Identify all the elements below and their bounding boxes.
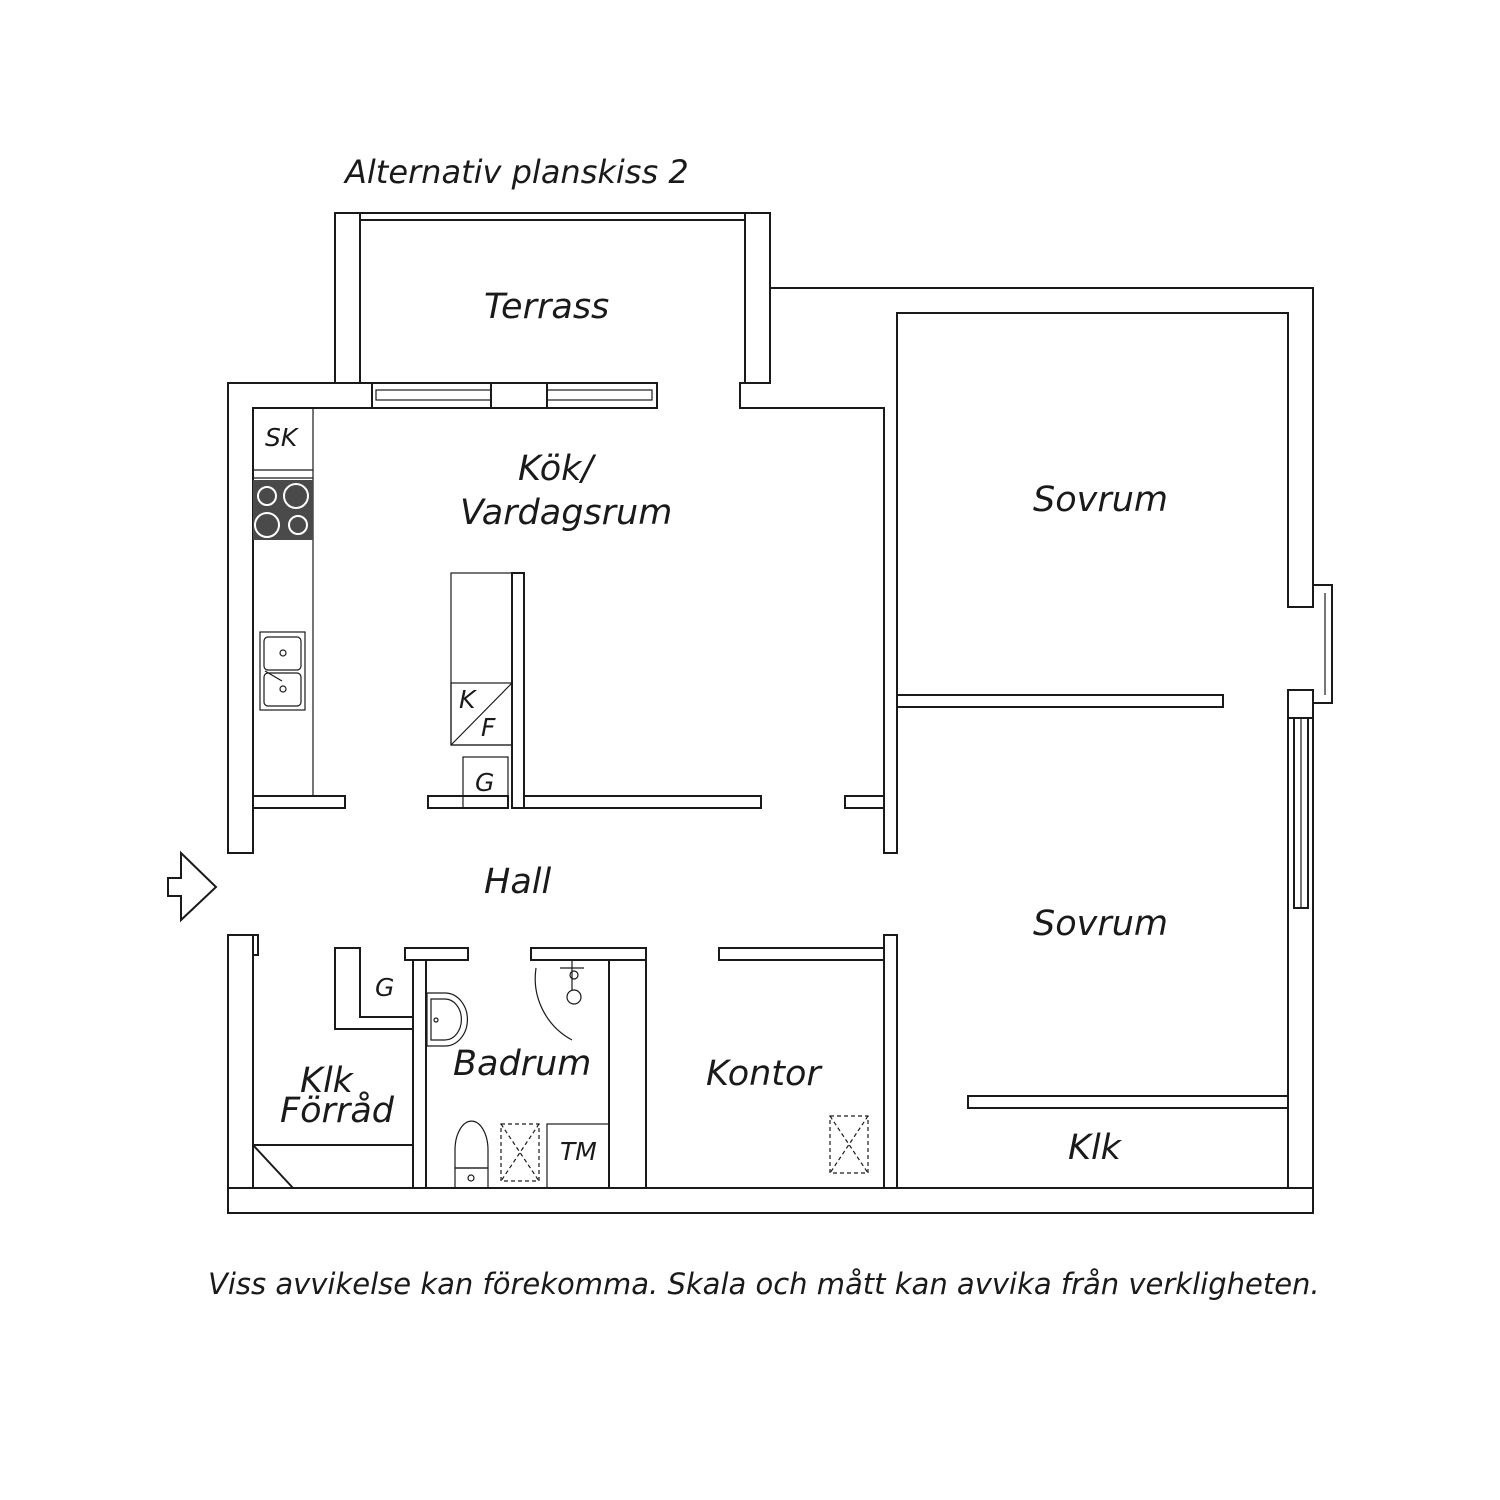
- cabinet-label: SK: [265, 423, 300, 452]
- disclaimer: Viss avvikelse kan förekomma. Skala och …: [208, 1267, 1320, 1301]
- closet-storage-label-line2: Förråd: [280, 1090, 395, 1131]
- kitchen-label-line1: Kök/: [518, 449, 596, 489]
- toilet-icon: [454, 1120, 489, 1189]
- bedroom-window: [1313, 584, 1333, 704]
- wardrobe-hall-label: G: [375, 973, 394, 1002]
- washer: [546, 1123, 610, 1189]
- interior-walls: [252, 572, 1289, 1189]
- office-drain: [829, 1115, 869, 1174]
- outer-walls: [227, 212, 1314, 1214]
- office-label: Kontor: [706, 1054, 823, 1094]
- terrace-label: Terrass: [484, 287, 609, 327]
- closet-storage-label-line1: Klk: [300, 1061, 355, 1101]
- plan-title: Alternativ planskiss 2: [343, 153, 689, 191]
- washer-label: TM: [560, 1137, 597, 1166]
- washbasin-icon: [426, 992, 469, 1047]
- hall-label: Hall: [484, 862, 551, 902]
- closet-right-label: Klk: [1068, 1128, 1123, 1168]
- terrace-window: [371, 382, 658, 409]
- entrance-arrow-icon: [167, 850, 218, 923]
- bedroom-bottom-label: Sovrum: [1033, 904, 1168, 944]
- kitchen-label-line2: Vardagsrum: [460, 493, 672, 533]
- sink-icon: [259, 631, 306, 711]
- freezer-label: F: [481, 713, 496, 742]
- kitchen-counter: [252, 407, 314, 797]
- bedroom-window-lower: [1287, 689, 1314, 909]
- fridge-label: K: [459, 685, 478, 714]
- shower-icon: [534, 960, 584, 1041]
- stove-icon: [253, 480, 313, 540]
- bathroom-label: Badrum: [453, 1044, 591, 1084]
- bedroom-top-label: Sovrum: [1033, 480, 1168, 520]
- fridge-freezer: [450, 572, 513, 809]
- wardrobe-kitchen-label: G: [475, 768, 494, 797]
- floor-drain: [500, 1123, 540, 1182]
